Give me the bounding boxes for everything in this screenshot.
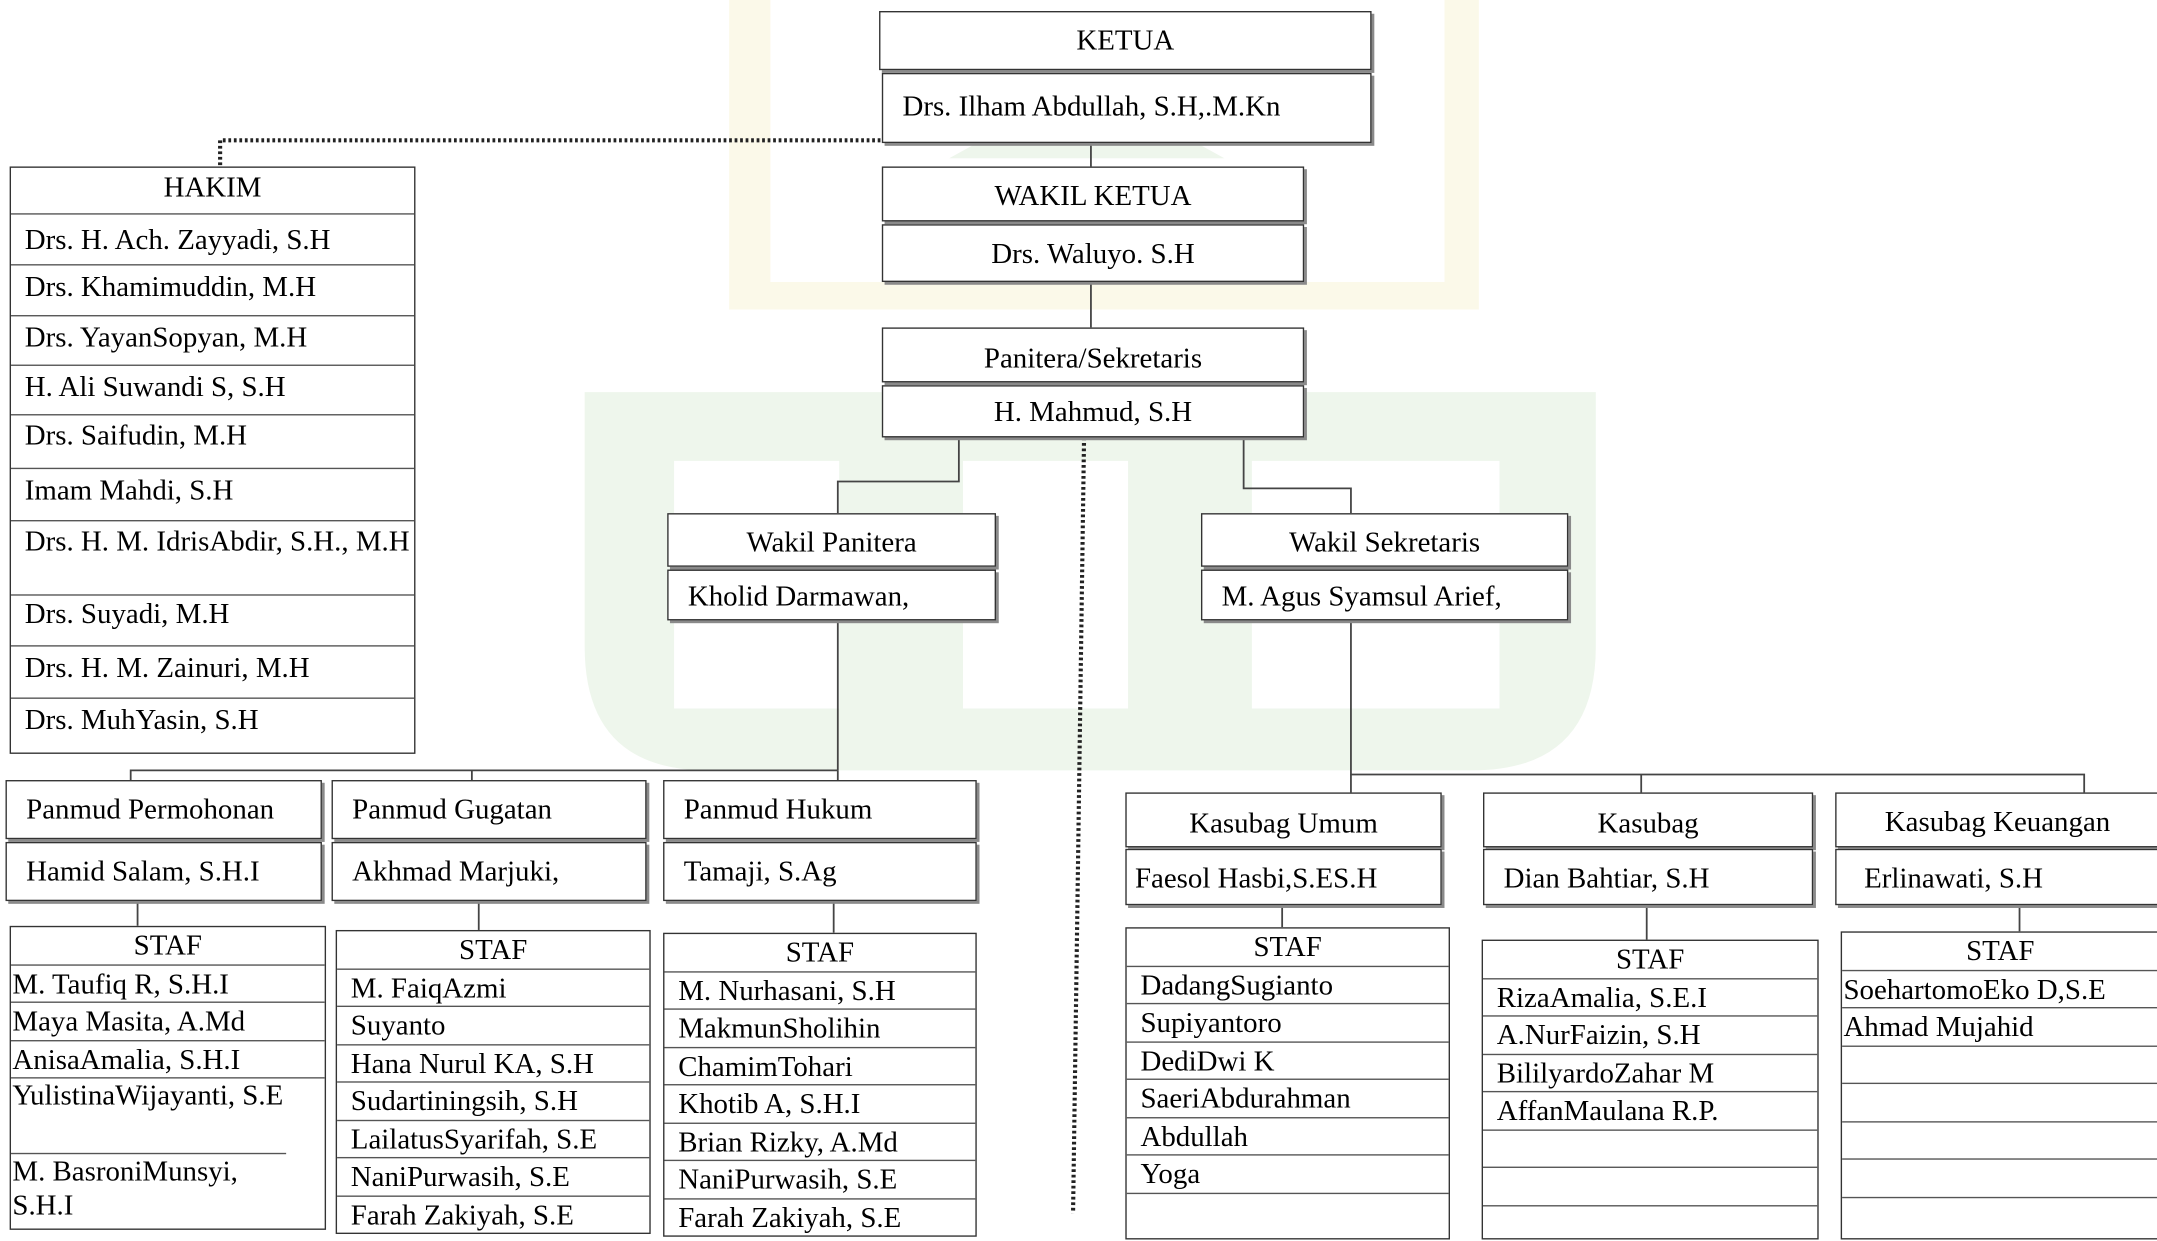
judges-title: HAKIM (11, 168, 415, 215)
chairman-title: KETUA (879, 11, 1372, 71)
staff-row (1483, 1130, 1818, 1168)
unit-box: Panmud Hukum Tamaji, S.Ag (663, 780, 982, 904)
staff-row: DediDwi K (1126, 1042, 1449, 1080)
staff-row: ChamimTohari (664, 1048, 976, 1086)
unit-head: Faesol Hasbi,S.ES.H (1125, 848, 1442, 906)
staff-row: M. BasroniMunsyi, S.H.I (12, 1154, 238, 1222)
judge-row: Drs. Suyadi, M.H (11, 596, 415, 647)
deputy-secretary-title: Wakil Sekretaris (1200, 513, 1569, 567)
staff-panel: STAF M. FaiqAzmi Suyanto Hana Nurul KA, … (335, 929, 651, 1235)
staff-row (1483, 1206, 1817, 1238)
staff-panel: STAF RizaAmalia, S.E.I A.NurFaizin, S.H … (1481, 939, 1819, 1240)
staff-row: Khotib A, S.H.I (664, 1085, 976, 1124)
staff-row: BililyardoZahar M (1483, 1054, 1818, 1093)
staff-panel: STAF M. Taufiq R, S.H.I Maya Masita, A.M… (9, 925, 327, 1230)
unit-box: Kasubag Dian Bahtiar, S.H (1483, 792, 1819, 908)
unit-head: Dian Bahtiar, S.H (1483, 848, 1814, 906)
deputy-secretary-box: Wakil Sekretaris M. Agus Syamsul Arief, (1200, 513, 1572, 623)
judge-row: Drs. H. M. IdrisAbdir, S.H., M.H (11, 521, 415, 596)
staff-title: STAF (1842, 933, 2157, 971)
registrar-title: Panitera/Sekretaris (881, 327, 1305, 383)
staff-row: Sudartiningsih, S.H (337, 1083, 650, 1121)
judge-row: H. Ali Suwandi S, S.H (11, 366, 415, 416)
registrar-name: H. Mahmud, S.H (881, 385, 1305, 438)
staff-row: M. Taufiq R, S.H.I (11, 965, 325, 1003)
staff-row: Yoga (1126, 1156, 1449, 1194)
deputy-secretary-name: M. Agus Syamsul Arief, (1200, 569, 1569, 621)
unit-box: Kasubag Keuangan Erlinawati, S.H (1835, 792, 2157, 908)
staff-row (1842, 1084, 2157, 1122)
staff-row: NaniPurwasih, S.E (337, 1158, 650, 1197)
staff-row: A.NurFaizin, S.H (1483, 1017, 1818, 1055)
staff-row: Maya Masita, A.Md (11, 1003, 325, 1041)
vice-chairman-title: WAKIL KETUA (881, 166, 1305, 222)
staff-row: Ahmad Mujahid (1842, 1008, 2157, 1047)
staff-row (1842, 1122, 2157, 1160)
deputy-registrar-box: Wakil Panitera Kholid Darmawan, (667, 513, 1000, 623)
staff-row: DadangSugianto (1126, 966, 1449, 1005)
unit-head: Erlinawati, S.H (1835, 848, 2157, 906)
unit-title: Kasubag Keuangan (1835, 792, 2157, 848)
staff-panel: STAF M. Nurhasani, S.H MakmunSholihin Ch… (663, 932, 977, 1237)
staff-row: AffanMaulana R.P. (1483, 1092, 1818, 1131)
staff-title: STAF (11, 927, 325, 966)
judge-row: Drs. MuhYasin, S.H (24, 702, 259, 736)
staff-row (1483, 1168, 1818, 1206)
unit-box: Kasubag Umum Faesol Hasbi,S.ES.H (1125, 792, 1447, 908)
judge-row: Imam Mahdi, S.H (11, 469, 415, 522)
staff-row: M. Nurhasani, S.H (664, 972, 976, 1010)
unit-title: Panmud Hukum (663, 780, 977, 840)
deputy-registrar-title: Wakil Panitera (667, 513, 997, 567)
judge-row: Drs. Khamimuddin, M.H (11, 266, 415, 317)
staff-row (1842, 1160, 2157, 1198)
registrar-box: Panitera/Sekretaris H. Mahmud, S.H (881, 327, 1308, 440)
unit-title: Kasubag (1483, 792, 1814, 848)
staff-row: Farah Zakiyah, S.E (350, 1197, 574, 1231)
unit-box: Panmud Gugatan Akhmad Marjuki, (331, 780, 653, 904)
staff-row: Supiyantoro (1126, 1004, 1449, 1043)
unit-title: Panmud Permohonan (5, 780, 322, 840)
staff-title: STAF (1483, 941, 1818, 979)
staff-row: Suyanto (337, 1007, 650, 1045)
deputy-registrar-name: Kholid Darmawan, (667, 569, 997, 621)
staff-row: Hana Nurul KA, S.H (337, 1045, 650, 1083)
judges-panel: HAKIM Drs. H. Ach. Zayyadi, S.H Drs. Kha… (9, 166, 416, 754)
staff-row (1842, 1198, 2157, 1239)
vice-chairman-box: WAKIL KETUA Drs. Waluyo. S.H (881, 166, 1308, 287)
chairman-box: KETUA Drs. Ilham Abdullah, S.H,.M.Kn (879, 11, 1374, 146)
staff-panel: STAF SoehartomoEko D,S.E Ahmad Mujahid (1840, 931, 2157, 1240)
staff-row: AnisaAmalia, S.H.I (11, 1041, 325, 1079)
staff-row (1842, 1046, 2157, 1085)
staff-row: M. FaiqAzmi (337, 969, 650, 1008)
judge-row: Drs. Saifudin, M.H (11, 415, 415, 470)
staff-row: YulistinaWijayanti, S.E (11, 1079, 287, 1155)
unit-head: Hamid Salam, S.H.I (5, 841, 322, 902)
staff-row: Brian Rizky, A.Md (664, 1123, 976, 1162)
staff-title: STAF (1126, 929, 1449, 967)
vice-chairman-name: Drs. Waluyo. S.H (881, 224, 1305, 283)
unit-title: Panmud Gugatan (331, 780, 647, 840)
unit-head: Tamaji, S.Ag (663, 841, 977, 902)
staff-row: Farah Zakiyah, S.E (678, 1200, 902, 1234)
judge-row: Drs. H. M. Zainuri, M.H (11, 647, 415, 699)
staff-row: NaniPurwasih, S.E (664, 1161, 976, 1199)
staff-title: STAF (337, 931, 650, 970)
unit-box: Panmud Permohonan Hamid Salam, S.H.I (5, 780, 328, 904)
unit-title: Kasubag Umum (1125, 792, 1442, 848)
staff-panel: STAF DadangSugianto Supiyantoro DediDwi … (1125, 927, 1450, 1240)
staff-row: RizaAmalia, S.E.I (1483, 979, 1818, 1017)
staff-row (1127, 1193, 1449, 1238)
judge-row: Drs. H. Ach. Zayyadi, S.H (11, 215, 415, 266)
unit-head: Akhmad Marjuki, (331, 841, 647, 902)
staff-row: LailatusSyarifah, S.E (337, 1121, 650, 1159)
staff-title: STAF (664, 934, 976, 972)
staff-row: SoehartomoEko D,S.E (1842, 971, 2157, 1009)
staff-row: Abdullah (1126, 1118, 1449, 1156)
judge-row: Drs. YayanSopyan, M.H (11, 316, 415, 366)
staff-row: MakmunSholihin (664, 1010, 976, 1048)
chairman-name: Drs. Ilham Abdullah, S.H,.M.Kn (881, 72, 1372, 144)
staff-row: SaeriAbdurahman (1126, 1080, 1449, 1118)
